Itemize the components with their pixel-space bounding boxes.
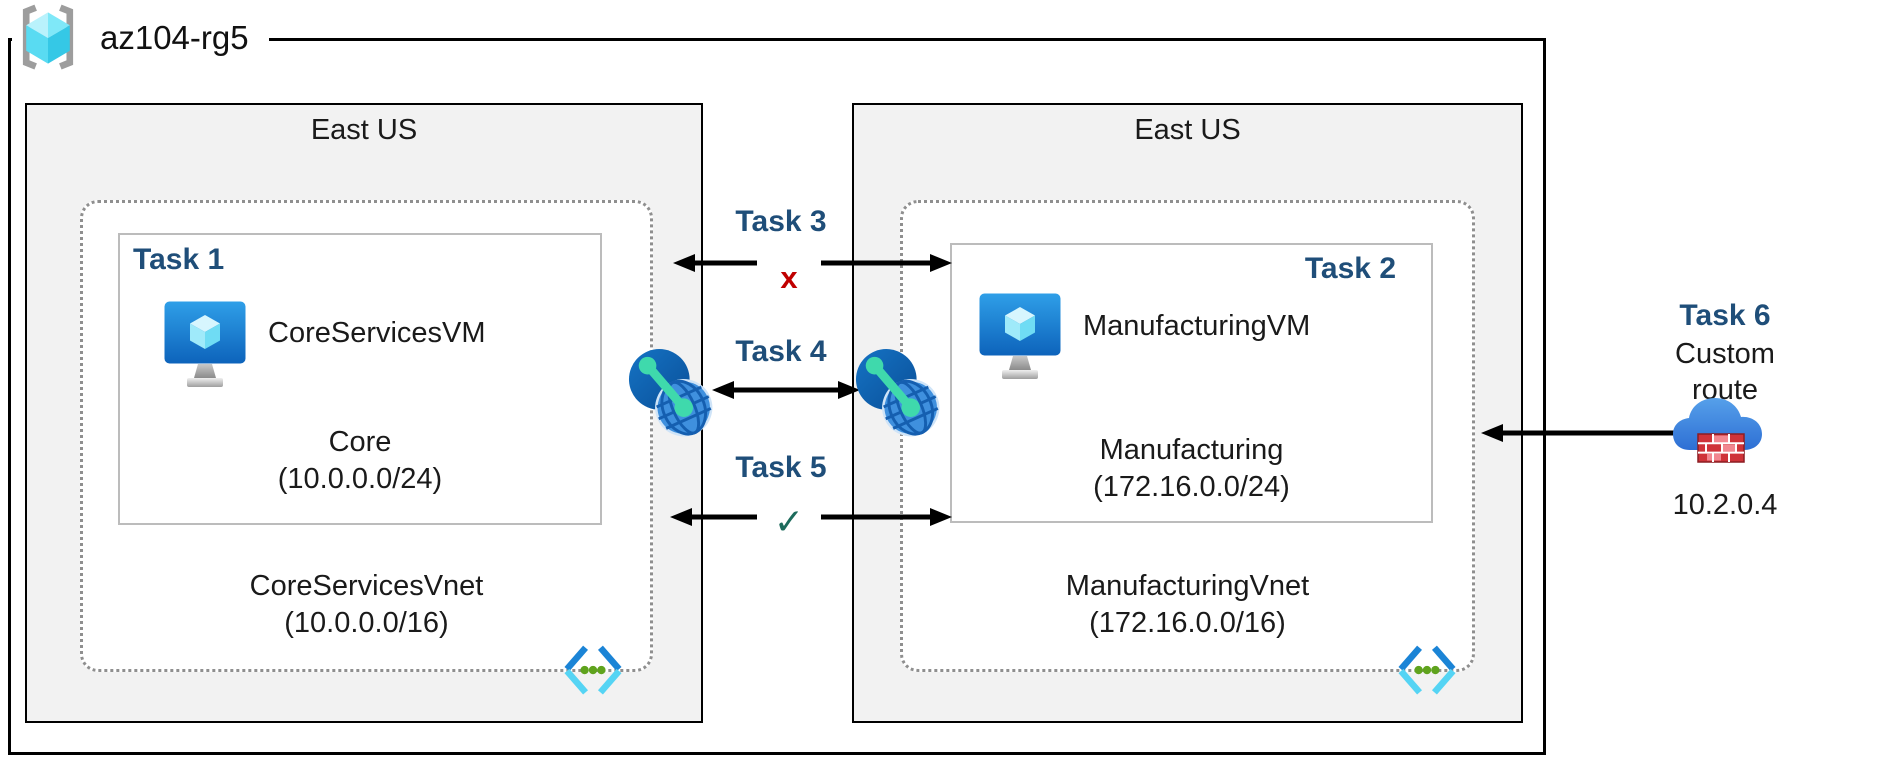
blocked-x-mark: x <box>780 260 798 295</box>
firewall-bricks <box>1697 433 1745 463</box>
subnet-name-left: Core <box>328 426 392 458</box>
resource-group-label: az104-rg5 <box>12 0 269 76</box>
cloud-firewall-icon <box>1673 398 1762 463</box>
task6-label: Task 6 <box>1679 299 1771 332</box>
vnet-cidr-right: (172.16.0.0/16) <box>1089 607 1286 639</box>
subnet-cidr-left: (10.0.0.0/24) <box>277 463 443 495</box>
task5-status-chip: ✓ <box>757 500 821 544</box>
subnet-cidr-right: (172.16.0.0/24) <box>1093 471 1290 503</box>
task5-label: Task 5 <box>735 451 827 484</box>
virtual-network-icon-left <box>564 645 622 695</box>
vnet-name-left: CoreServicesVnet <box>249 570 484 602</box>
task3-status-chip: x <box>757 250 821 295</box>
subnet-name-right: Manufacturing <box>1099 434 1284 466</box>
custom-route-ip: 10.2.0.4 <box>1672 489 1778 521</box>
task2-label: Task 2 <box>1304 252 1396 285</box>
vnet-label-left: CoreServicesVnet (10.0.0.0/16) <box>80 568 653 642</box>
resource-group-name: az104-rg5 <box>100 19 249 56</box>
subnet-label-left: Core (10.0.0.0/24) <box>118 424 602 498</box>
virtual-machine-icon-right <box>979 293 1061 379</box>
resource-group-icon <box>22 4 74 70</box>
task1-label: Task 1 <box>133 243 225 276</box>
vnet-peering-icon-right <box>855 349 940 437</box>
vnet-peering-icon-left <box>628 349 713 437</box>
vnet-cidr-left: (10.0.0.0/16) <box>284 607 449 639</box>
subnet-label-right: Manufacturing (172.16.0.0/24) <box>950 432 1433 506</box>
task3-label: Task 3 <box>735 205 827 238</box>
task4-label: Task 4 <box>735 335 827 368</box>
allowed-check-mark: ✓ <box>773 501 805 542</box>
virtual-machine-icon-left <box>164 301 246 387</box>
region-title-left: East US <box>310 114 418 146</box>
region-title-right: East US <box>1134 114 1241 146</box>
subnet-box-right <box>950 243 1433 523</box>
vnet-name-right: ManufacturingVnet <box>1065 570 1310 602</box>
vm-name-right: ManufacturingVM <box>1083 310 1311 342</box>
vm-name-left: CoreServicesVM <box>268 317 486 349</box>
vnet-label-right: ManufacturingVnet (172.16.0.0/16) <box>900 568 1475 642</box>
virtual-network-icon-right <box>1398 645 1456 695</box>
